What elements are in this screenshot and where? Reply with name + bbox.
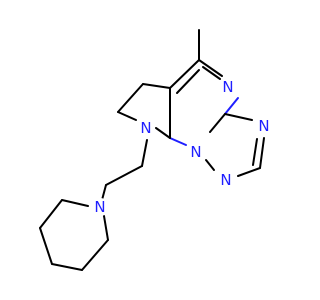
bond-ch2-ch2 [105,165,143,186]
molecule-structure: N N N N N N [39,29,273,271]
bond-c6-n1 [117,111,137,121]
bond-c6p-npip [61,199,89,207]
bond-n1-c8a [155,127,171,139]
bond-c3a-n9 [209,113,226,133]
bond-n9-c8a [169,137,187,146]
bond-n4-c3a [224,97,239,115]
bond-c4a-c7 [142,83,171,89]
bond-c4a-c5 [169,59,200,89]
molecule-canvas: N N N N N N [39,29,273,271]
atom-n-piperidine: N [94,198,105,216]
bond-n1-ch2 [141,139,148,167]
atom-n-bridge: N [190,143,201,161]
bond-ch2-npip [101,184,107,201]
atom-labels: N N N N N N [91,78,273,216]
bond-c7-c6 [117,83,144,113]
bond-n3-c2-double [252,138,258,166]
atom-n-triazole-lower: N [220,171,231,189]
bonds [39,29,265,271]
bond-c2-n1t [237,167,261,177]
bond-c2p-c3p [81,239,109,271]
bond-c3a-n3 [224,113,253,121]
bond-c5-n4 [198,59,223,77]
bond-c3p-c4p [51,263,83,271]
bond-c5-n4-double [202,66,221,80]
bond-c4p-c5p [39,227,53,265]
atom-n-pyrrolidine: N [140,119,151,137]
bond-n1t-n9 [205,159,215,171]
bond-c4a-c5-double [176,69,200,94]
atom-n-triazole-upper: N [258,117,269,135]
atom-n-pyrimidine-upper: N [222,78,233,96]
bond-c5p-c6p [39,199,63,229]
bond-n3-c2 [259,137,265,169]
bond-npip-c2p [103,215,109,241]
